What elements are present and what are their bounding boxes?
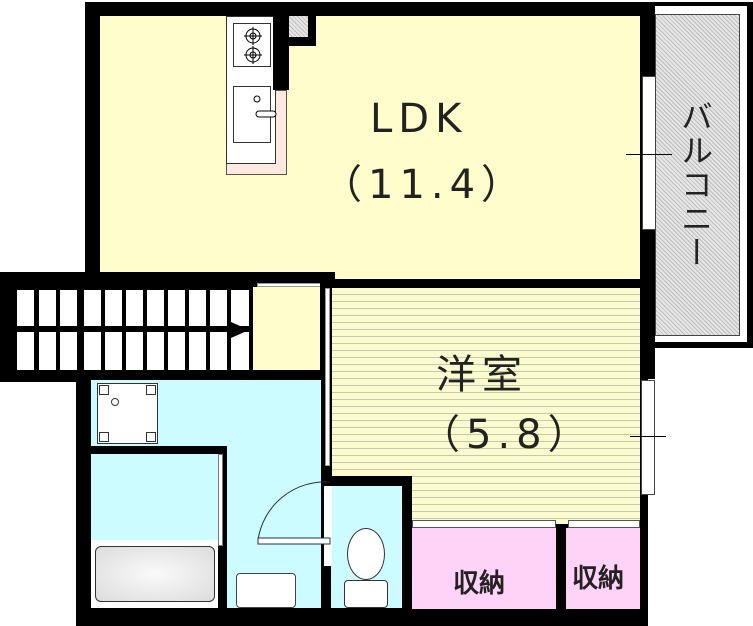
closet-door-2[interactable] bbox=[568, 520, 640, 528]
sink-icon bbox=[233, 86, 277, 143]
hall-door-top[interactable] bbox=[257, 283, 323, 287]
stove-icon bbox=[233, 23, 271, 67]
door-swing-arc bbox=[257, 481, 331, 545]
stairs bbox=[17, 290, 253, 370]
ldk-label: LDK bbox=[370, 96, 468, 142]
ldk-area: （11.4） bbox=[322, 162, 528, 208]
western-window-mark bbox=[630, 436, 666, 437]
washbasin-icon bbox=[236, 573, 296, 608]
entry-hall bbox=[253, 287, 323, 370]
toilet-door[interactable] bbox=[324, 486, 332, 566]
toilet-wall bbox=[321, 476, 411, 486]
room-ldk bbox=[100, 16, 640, 279]
western-label: 洋室 bbox=[436, 352, 528, 398]
western-area: （5.8） bbox=[420, 412, 594, 458]
bath-wall bbox=[91, 446, 227, 454]
storage-2-label: 収納 bbox=[572, 564, 625, 594]
bathtub-icon bbox=[95, 546, 215, 602]
ldk-window[interactable] bbox=[642, 76, 656, 230]
pipe-shaft bbox=[289, 16, 308, 37]
balcony-area bbox=[655, 14, 740, 336]
kitchen-partition-wall bbox=[273, 16, 289, 90]
toilet-tank-icon bbox=[344, 580, 388, 608]
room-storage-2 bbox=[566, 528, 640, 609]
ldk-window-mark bbox=[626, 154, 672, 155]
balcony-label: バルコニー bbox=[676, 100, 714, 270]
washing-machine-pan bbox=[97, 383, 158, 444]
western-door[interactable] bbox=[325, 288, 330, 466]
toilet-bowl-icon bbox=[347, 528, 385, 580]
western-window[interactable] bbox=[641, 380, 655, 495]
closet-door-1[interactable] bbox=[412, 520, 556, 528]
storage-1-label: 収納 bbox=[453, 569, 506, 599]
toilet-right-wall bbox=[402, 476, 412, 616]
room-storage-1 bbox=[412, 528, 556, 609]
bath-door[interactable] bbox=[218, 454, 223, 546]
